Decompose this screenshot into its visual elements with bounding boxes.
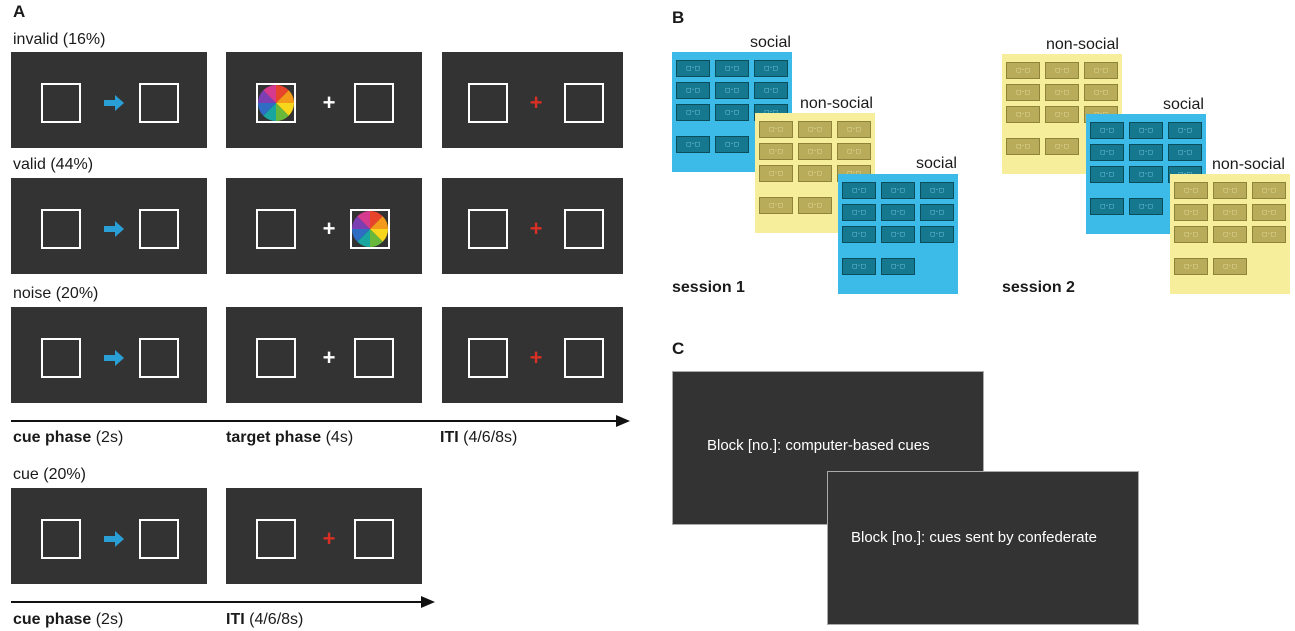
- timeline-label-cue-phase: cue phase (2s): [13, 429, 124, 446]
- color-wheel-icon: [350, 209, 390, 249]
- timeline-arrowhead-icon: [421, 596, 435, 608]
- box-left-icon: [41, 209, 81, 249]
- iti-screen: +: [442, 307, 623, 403]
- box-right-icon: [139, 519, 179, 559]
- block-instruction-text: Block [no.]: cues sent by confederate: [851, 529, 1097, 546]
- box-right-icon: [564, 83, 604, 123]
- box-right-icon: [564, 209, 604, 249]
- timeline-label-iti: ITI (4/6/8s): [226, 611, 304, 628]
- sheet-label: social: [916, 155, 957, 172]
- cue-screen: [11, 307, 207, 403]
- cue-screen: [11, 178, 207, 274]
- arrow-right-icon: [102, 219, 126, 239]
- fixation-cross-icon: +: [322, 526, 336, 551]
- timeline-axis: [11, 601, 422, 603]
- arrow-right-icon: [102, 529, 126, 549]
- box-left-icon: [468, 83, 508, 123]
- session-label: session 1: [672, 279, 745, 296]
- timeline-arrowhead-icon: [616, 415, 630, 427]
- box-right-icon: [564, 338, 604, 378]
- sheet-label: non-social: [800, 95, 873, 112]
- cue-sheet-social: □·□□·□□·□ □·□□·□□·□ □·□□·□□·□ □·□□·□: [838, 174, 958, 294]
- block-instruction-screen: Block [no.]: cues sent by confederate: [828, 472, 1138, 624]
- box-left-icon: [256, 338, 296, 378]
- cue-screen: [11, 52, 207, 148]
- fixation-cross-icon: +: [322, 345, 336, 370]
- iti-screen: +: [442, 178, 623, 274]
- fixation-cross-icon: +: [529, 90, 543, 115]
- target-screen: +: [226, 307, 422, 403]
- box-right-icon: [354, 83, 394, 123]
- fixation-cross-icon: +: [322, 216, 336, 241]
- target-screen: +: [226, 52, 422, 148]
- sheet-label: non-social: [1046, 36, 1119, 53]
- cue-sheet-non-social: □·□□·□□·□ □·□□·□□·□ □·□□·□□·□ □·□□·□: [1170, 174, 1290, 294]
- box-left-icon: [256, 209, 296, 249]
- sheet-label: social: [750, 34, 791, 51]
- box-right-icon: [354, 519, 394, 559]
- box-right-icon: [139, 83, 179, 123]
- timeline-axis: [11, 420, 617, 422]
- box-left-icon: [468, 338, 508, 378]
- row-label-cue: cue (20%): [13, 466, 86, 483]
- iti-screen: +: [226, 488, 422, 584]
- panel-letter-c: C: [672, 339, 685, 358]
- arrow-right-icon: [102, 93, 126, 113]
- box-right-icon: [139, 338, 179, 378]
- fixation-cross-icon: +: [529, 216, 543, 241]
- box-left-icon: [468, 209, 508, 249]
- timeline-label-target-phase: target phase (4s): [226, 429, 354, 446]
- iti-screen: +: [442, 52, 623, 148]
- row-label-invalid: invalid (16%): [13, 31, 106, 48]
- box-left-icon: [256, 519, 296, 559]
- color-wheel-icon: [256, 83, 296, 123]
- timeline-label-iti: ITI (4/6/8s): [440, 429, 518, 446]
- target-screen: +: [226, 178, 422, 274]
- cue-sheet-non-social: □·□□·□□·□ □·□□·□□·□ □·□□·□□·□ □·□□·□: [755, 113, 875, 233]
- fixation-cross-icon: +: [529, 345, 543, 370]
- cue-sheet-social: □·□□·□□·□ □·□□·□□·□ □·□□·□□·□ □·□□·□: [672, 52, 792, 172]
- box-left-icon: [41, 338, 81, 378]
- box-left-icon: [41, 83, 81, 123]
- session-label: session 2: [1002, 279, 1075, 296]
- box-right-icon: [139, 209, 179, 249]
- fixation-cross-icon: +: [322, 90, 336, 115]
- box-right-icon: [354, 338, 394, 378]
- block-instruction-text: Block [no.]: computer-based cues: [707, 437, 930, 454]
- panel-letter-a: A: [13, 2, 26, 21]
- timeline-label-cue-phase: cue phase (2s): [13, 611, 124, 628]
- cue-screen: [11, 488, 207, 584]
- row-label-valid: valid (44%): [13, 156, 94, 173]
- box-left-icon: [41, 519, 81, 559]
- sheet-label: social: [1163, 96, 1204, 113]
- sheet-label: non-social: [1212, 156, 1285, 173]
- arrow-right-icon: [102, 348, 126, 368]
- row-label-noise: noise (20%): [13, 285, 99, 302]
- cue-sheet-social: □·□□·□□·□ □·□□·□□·□ □·□□·□□·□ □·□□·□: [1086, 114, 1206, 234]
- panel-letter-b: B: [672, 8, 685, 27]
